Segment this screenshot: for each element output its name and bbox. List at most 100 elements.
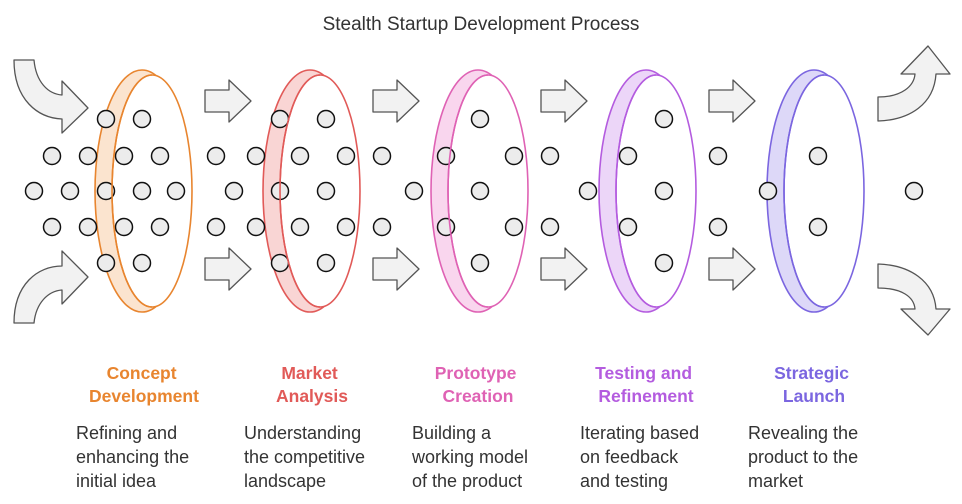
stage-ring-front (783, 74, 825, 308)
stage-description-line: Building a (412, 423, 492, 443)
stage-ring-front (615, 74, 657, 308)
connector-arrow (204, 247, 252, 291)
particle (808, 217, 828, 237)
connector-arrow (372, 247, 420, 291)
stage-label-strategic-launch: Strategic Launch Revealing the product t… (748, 363, 863, 491)
diagram-title: Stealth Startup Development Process (323, 14, 640, 35)
particle (336, 217, 356, 237)
particle-group (372, 109, 524, 273)
particle (470, 181, 490, 201)
stage-description: Understanding the competitive landscape (244, 423, 370, 491)
particle (654, 109, 674, 129)
stage-description-line: enhancing the (76, 447, 189, 467)
particle (654, 253, 674, 273)
particle (436, 217, 456, 237)
particle (42, 146, 62, 166)
curved-input-arrow-bottom (13, 250, 89, 324)
particle (224, 181, 244, 201)
particle (540, 217, 560, 237)
particle (436, 146, 456, 166)
stage-description-line: on feedback (580, 447, 679, 467)
stage-label-concept-development: Concept Development Refining and enhanci… (76, 363, 199, 491)
stage-description: Refining and enhancing the initial idea (76, 423, 194, 491)
particle (132, 181, 152, 201)
connector-arrow (204, 79, 252, 123)
stage-title-line: Launch (783, 386, 845, 406)
stage-title: Strategic Launch (774, 363, 854, 406)
particle (78, 146, 98, 166)
particle (808, 146, 828, 166)
particle (290, 146, 310, 166)
particle (42, 217, 62, 237)
particle (504, 146, 524, 166)
stage-ring-front (111, 74, 153, 308)
curved-input-arrow-top (13, 59, 89, 134)
stage-concept-development (24, 69, 193, 313)
stage-description-line: initial idea (76, 471, 157, 491)
particle (618, 217, 638, 237)
stage-description-line: Iterating based (580, 423, 699, 443)
stage-title: Testing and Refinement (595, 363, 697, 406)
connector-arrow (372, 79, 420, 123)
particle (372, 217, 392, 237)
particle (96, 181, 116, 201)
particle (470, 109, 490, 129)
stage-labels: Concept Development Refining and enhanci… (76, 363, 863, 491)
particle (270, 109, 290, 129)
stage-label-testing-and-refinement: Testing and Refinement Iterating based o… (580, 363, 704, 491)
connector-arrows (204, 79, 756, 291)
stage-title: Concept Development (89, 363, 199, 406)
particle (758, 181, 778, 201)
stage-title-line: Prototype (435, 363, 517, 383)
particle (290, 217, 310, 237)
particle (904, 181, 924, 201)
stage-title-line: Refinement (598, 386, 693, 406)
stage-title: Prototype Creation (435, 363, 522, 406)
particle (336, 146, 356, 166)
curved-output-arrow-top (877, 45, 951, 122)
stage-description-line: of the product (412, 471, 522, 491)
stage-title-line: Concept (107, 363, 177, 383)
connector-arrow (708, 247, 756, 291)
stage-description-line: and testing (580, 471, 668, 491)
stage-description: Revealing the product to the market (748, 423, 863, 491)
particle-group (540, 109, 674, 273)
particle (270, 253, 290, 273)
stage-label-market-analysis: Market Analysis Understanding the compet… (244, 363, 370, 491)
particle (618, 146, 638, 166)
particle (470, 253, 490, 273)
particle (96, 109, 116, 129)
particle-group (24, 109, 186, 273)
particle (150, 146, 170, 166)
particle (150, 217, 170, 237)
particle (206, 146, 226, 166)
particle (504, 217, 524, 237)
particle (540, 146, 560, 166)
particle (372, 146, 392, 166)
particle (24, 181, 44, 201)
stage-description-line: Understanding (244, 423, 361, 443)
stage-description: Iterating based on feedback and testing (580, 423, 704, 491)
stage-market-analysis (206, 69, 361, 313)
particle (206, 217, 226, 237)
stage-label-prototype-creation: Prototype Creation Building a working mo… (411, 363, 533, 491)
stage-description: Building a working model of the product (411, 423, 533, 491)
stage-title-line: Creation (443, 386, 514, 406)
stage-title: Market Analysis (276, 363, 348, 406)
stage-title-line: Development (89, 386, 199, 406)
particle (166, 181, 186, 201)
stage-strategic-launch (708, 69, 924, 313)
particle (708, 146, 728, 166)
stage-title-line: Analysis (276, 386, 348, 406)
stage-description-line: market (748, 471, 803, 491)
particle (246, 217, 266, 237)
stage-ring-front (447, 74, 489, 308)
stage-description-line: working model (411, 447, 528, 467)
particle (316, 109, 336, 129)
stage-title-line: Testing and (595, 363, 692, 383)
curved-output-arrow-bottom (877, 263, 951, 336)
particle (132, 253, 152, 273)
particle (578, 181, 598, 201)
stage-description-line: Refining and (76, 423, 177, 443)
